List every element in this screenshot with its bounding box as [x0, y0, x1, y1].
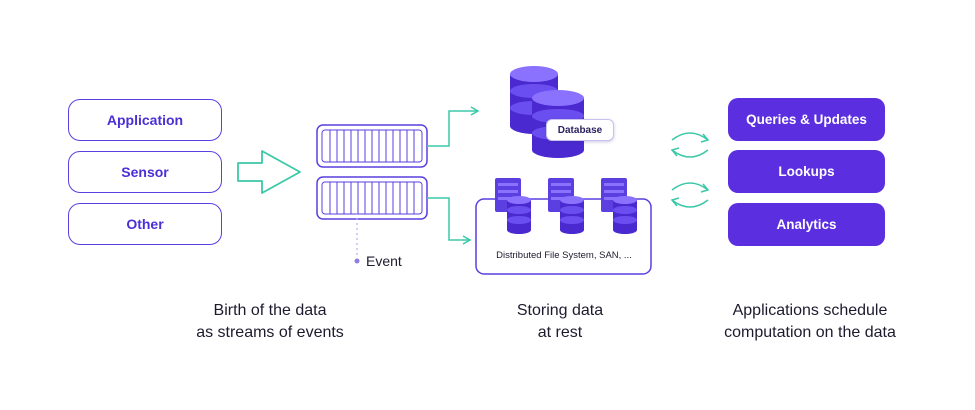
arrowhead-icon: [470, 106, 480, 116]
server-icon: [548, 178, 584, 234]
source-sensor-box: Sensor: [68, 151, 222, 193]
source-other-label: Other: [126, 216, 164, 232]
event-dot-icon: [354, 258, 360, 264]
caption-storing-data: Storing data at rest: [516, 302, 604, 341]
app-lookups-label: Lookups: [778, 164, 835, 179]
flow-arrow-icon: [237, 150, 301, 194]
sync-arrows-top-icon: [670, 132, 710, 158]
source-other-box: Other: [68, 203, 222, 245]
caption-applications: Applications schedule computation on the…: [724, 302, 896, 341]
connector-to-database: [427, 110, 478, 147]
server-icon: [601, 178, 637, 234]
app-analytics-label: Analytics: [776, 217, 837, 232]
source-sensor-label: Sensor: [121, 164, 169, 180]
app-queries-updates-label: Queries & Updates: [746, 112, 867, 127]
server-icon: [495, 178, 531, 234]
dfs-label: Distributed File System, SAN, ...: [496, 250, 632, 261]
database-label: Database: [546, 119, 614, 141]
source-application-box: Application: [68, 99, 222, 141]
caption-birth-of-data: Birth of the data as streams of events: [196, 302, 344, 341]
arrowhead-icon: [462, 235, 472, 245]
app-queries-updates-box: Queries & Updates: [728, 98, 885, 141]
sync-arrows-bottom-icon: [670, 182, 710, 208]
connector-to-dfs: [427, 197, 470, 241]
app-lookups-box: Lookups: [728, 150, 885, 193]
app-analytics-box: Analytics: [728, 203, 885, 246]
source-application-label: Application: [106, 112, 184, 128]
event-label: Event: [366, 253, 402, 269]
